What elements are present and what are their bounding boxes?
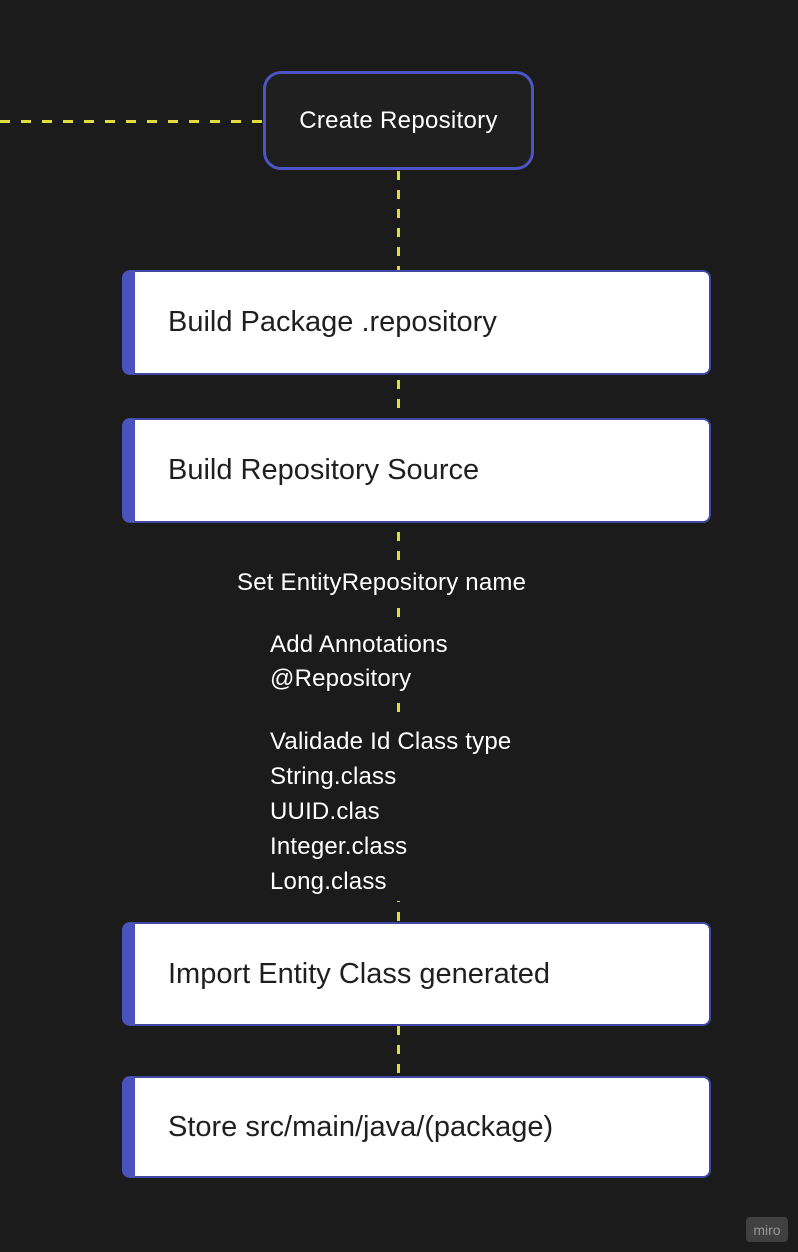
node-store-src-main-java-package-label: Store src/main/java/(package) <box>168 1110 554 1143</box>
miro-watermark-label: miro <box>753 1221 781 1238</box>
node-store-src-main-java-package[interactable]: Store src/main/java/(package) <box>122 1076 711 1178</box>
annotation-line: Long.class <box>270 868 387 895</box>
connector-left-dashed-line <box>0 120 262 123</box>
miro-watermark-badge[interactable]: miro <box>746 1217 788 1242</box>
annotation-add-annotations[interactable]: Add Annotations @Repository <box>262 626 456 698</box>
annotation-line: UUID.clas <box>270 798 380 825</box>
node-import-entity-class-generated-label: Import Entity Class generated <box>168 957 551 990</box>
annotation-line: Integer.class <box>270 833 408 860</box>
annotation-set-entityrepository-name[interactable]: Set EntityRepository name <box>229 564 535 602</box>
node-build-package-repository[interactable]: Build Package .repository <box>122 270 711 375</box>
node-create-repository-label: Create Repository <box>299 106 498 134</box>
annotation-line: Add Annotations <box>270 631 448 658</box>
node-build-repository-source-label: Build Repository Source <box>168 454 480 486</box>
annotation-validate-id-class-type[interactable]: Validade Id Class type String.class UUID… <box>262 722 520 901</box>
annotation-line: @Repository <box>270 665 412 692</box>
connector-vertical-dashed-line <box>397 171 400 1077</box>
node-import-entity-class-generated[interactable]: Import Entity Class generated <box>122 922 711 1026</box>
annotation-line: String.class <box>270 763 397 790</box>
node-build-package-repository-label: Build Package .repository <box>168 306 497 338</box>
annotation-line: Set EntityRepository name <box>237 569 527 596</box>
node-build-repository-source[interactable]: Build Repository Source <box>122 418 711 523</box>
node-create-repository[interactable]: Create Repository <box>263 71 534 170</box>
annotation-line: Validade Id Class type <box>270 728 512 755</box>
